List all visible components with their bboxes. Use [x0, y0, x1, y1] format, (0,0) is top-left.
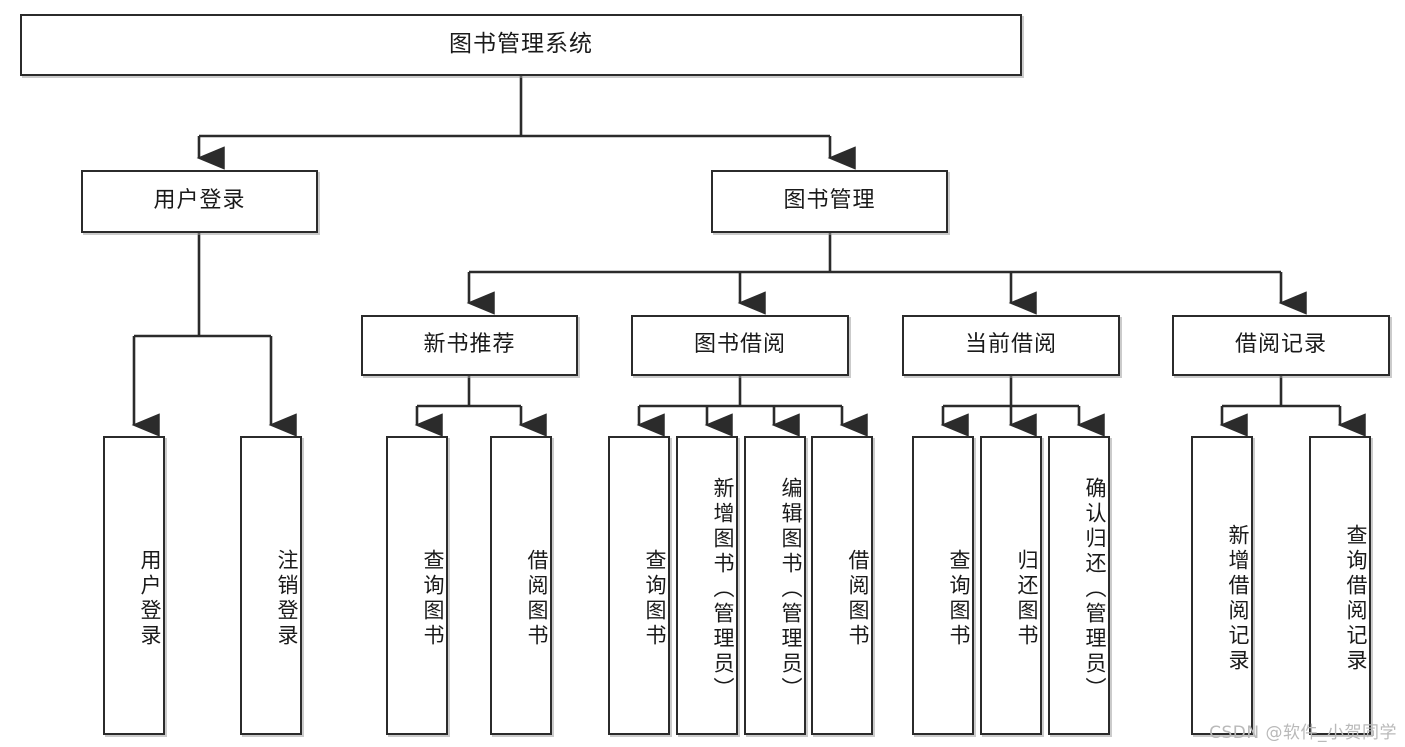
node-label: 归还图书	[1015, 548, 1039, 649]
node-label: 借阅图书	[846, 548, 870, 649]
node-label: 借阅记录	[1234, 332, 1327, 358]
node-label: 图书管理	[783, 188, 876, 214]
node-label: 借阅图书	[525, 548, 549, 649]
node-label: 查询借阅记录	[1344, 523, 1368, 674]
leaf-record-add-borrow-record[interactable]: 新增借阅记录	[1191, 436, 1253, 735]
leaf-new-book-borrow-books[interactable]: 借阅图书	[490, 436, 552, 735]
watermark: CSDN @软件_小贺同学	[1209, 723, 1397, 743]
node-label: 查询图书	[421, 548, 445, 649]
node-borrowing-records[interactable]: 借阅记录	[1172, 315, 1390, 376]
node-label: 查询图书	[947, 548, 971, 649]
node-new-book-recommendation[interactable]: 新书推荐	[361, 315, 578, 376]
node-label: 新增图书（管理员）	[711, 477, 735, 702]
node-book-borrowing[interactable]: 图书借阅	[631, 315, 849, 376]
node-label: 注销登录	[275, 548, 299, 649]
node-label: 用户登录	[153, 188, 246, 214]
node-label: 确认归还（管理员）	[1083, 477, 1107, 702]
node-label: 查询图书	[643, 548, 667, 649]
leaf-current-confirm-return-admin[interactable]: 确认归还（管理员）	[1048, 436, 1110, 735]
node-label: 图书管理系统	[449, 31, 593, 58]
leaf-user-login-login[interactable]: 用户登录	[103, 436, 165, 735]
node-label: 图书借阅	[693, 332, 786, 358]
node-label: 新书推荐	[423, 332, 516, 358]
leaf-borrow-edit-book-admin[interactable]: 编辑图书（管理员）	[744, 436, 806, 735]
node-label: 编辑图书（管理员）	[779, 477, 803, 702]
leaf-borrow-query-books[interactable]: 查询图书	[608, 436, 670, 735]
leaf-record-query-borrow-record[interactable]: 查询借阅记录	[1309, 436, 1371, 735]
leaf-borrow-add-book-admin[interactable]: 新增图书（管理员）	[676, 436, 738, 735]
leaf-current-query-books[interactable]: 查询图书	[912, 436, 974, 735]
leaf-current-return-books[interactable]: 归还图书	[980, 436, 1042, 735]
node-user-login[interactable]: 用户登录	[81, 170, 318, 233]
node-root-book-management-system[interactable]: 图书管理系统	[20, 14, 1022, 76]
node-label: 新增借阅记录	[1226, 523, 1250, 674]
node-current-borrowing[interactable]: 当前借阅	[902, 315, 1120, 376]
leaf-new-book-query-books[interactable]: 查询图书	[386, 436, 448, 735]
node-book-management[interactable]: 图书管理	[711, 170, 948, 233]
node-label: 当前借阅	[964, 332, 1057, 358]
leaf-user-login-logout[interactable]: 注销登录	[240, 436, 302, 735]
leaf-borrow-borrow-books[interactable]: 借阅图书	[811, 436, 873, 735]
node-label: 用户登录	[138, 548, 162, 649]
